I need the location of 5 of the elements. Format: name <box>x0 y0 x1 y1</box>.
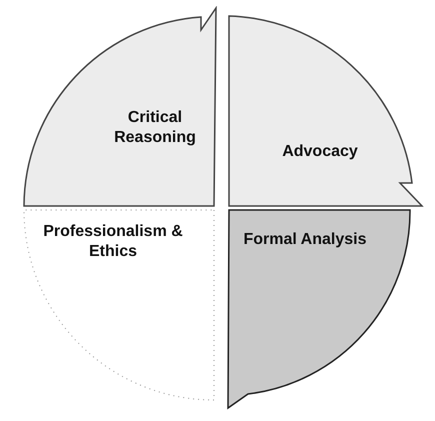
quadrant-segment <box>226 12 426 208</box>
segment-label: Critical Reasoning <box>113 108 197 148</box>
segment-label: Advocacy <box>281 142 359 162</box>
segment-label: Formal Analysis <box>242 230 368 250</box>
segment-label: Professionalism & Ethics <box>42 222 184 262</box>
